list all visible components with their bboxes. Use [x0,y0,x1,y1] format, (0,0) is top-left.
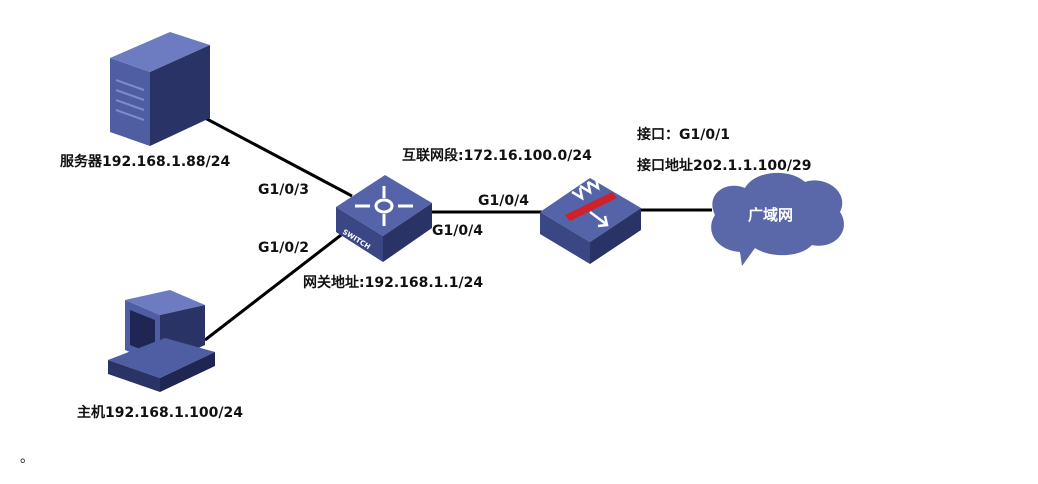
switch-icon: SWITCH [336,175,432,262]
switch-port-server: G1/0/3 [258,182,309,198]
switch-port-host: G1/0/2 [258,240,309,256]
footnote: 。 [20,450,34,466]
wan-label: 广域网 [748,206,793,224]
gateway-label: 网关地址:192.168.1.1/24 [303,274,483,291]
link-host-switch [204,230,346,342]
interconnect-label: 互联网段:172.16.100.0/24 [402,147,592,164]
host-label: 主机192.168.1.100/24 [77,404,243,421]
host-pc-icon [108,290,215,392]
link-server-switch [204,116,353,198]
firewall-port-downlink: G1/0/4 [478,193,529,209]
links [204,116,712,342]
switch-arrows-icon [355,186,413,226]
switch-port-uplink: G1/0/4 [432,223,483,239]
wan-interface-label: 接口：G1/0/1 [637,126,730,143]
server-icon [110,32,210,146]
firewall-icon [540,177,641,264]
wan-address-label: 接口地址202.1.1.100/29 [637,157,811,174]
wan-cloud-icon [711,172,844,266]
server-label: 服务器192.168.1.88/24 [60,153,230,170]
